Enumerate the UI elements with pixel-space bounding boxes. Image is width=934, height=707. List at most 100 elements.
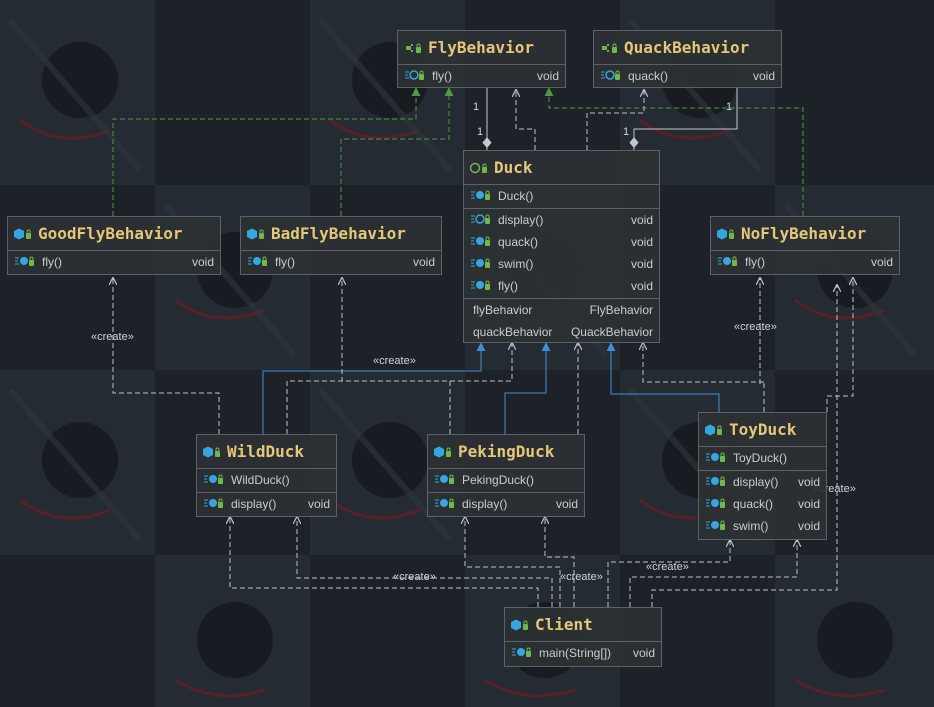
constructor-icon — [434, 473, 456, 488]
class-toy-duck[interactable]: ToyDuck ToyDuck() display() void quack()… — [698, 412, 827, 540]
interface-icon — [404, 42, 422, 54]
return-type: void — [752, 69, 775, 83]
method-row[interactable]: main(String[]) void — [505, 642, 661, 664]
method-icon — [434, 497, 456, 512]
create-label-nofly: «create» — [734, 321, 777, 333]
method-name: fly() — [275, 255, 295, 269]
method-name: display() — [498, 213, 544, 227]
constructor-row[interactable]: ToyDuck() — [699, 447, 826, 469]
class-peking-duck[interactable]: PekingDuck PekingDuck() display() void — [427, 434, 585, 517]
field-name: quackBehavior — [473, 325, 553, 339]
class-good-fly-behavior[interactable]: GoodFlyBehavior fly() void — [7, 216, 221, 275]
return-type: void — [797, 475, 820, 489]
constructor-row[interactable]: Duck() — [464, 185, 659, 207]
dep-toy-duck — [643, 343, 764, 383]
class-icon — [247, 228, 265, 240]
method-row[interactable]: display() void — [464, 209, 659, 231]
method-icon — [705, 519, 727, 534]
interface-icon — [600, 42, 618, 54]
method-icon — [717, 255, 739, 270]
method-row[interactable]: swim() void — [464, 253, 659, 275]
method-icon — [470, 235, 492, 250]
create-toy-nofly — [760, 278, 765, 412]
composition-duck-quack — [633, 88, 738, 144]
method-icon — [203, 497, 225, 512]
class-fly-behavior[interactable]: FlyBehavior fly() void — [397, 30, 566, 88]
realization-nofly-fly — [544, 87, 804, 216]
method-icon — [470, 279, 492, 294]
method-row[interactable]: fly() void — [241, 251, 441, 273]
abstract-method-icon — [404, 69, 426, 84]
return-type: void — [870, 255, 893, 269]
method-name: main(String[]) — [539, 646, 612, 660]
method-row[interactable]: fly() void — [711, 251, 899, 273]
multiplicity-duck-quack: 1 — [623, 126, 630, 138]
inheritance-wild-duck — [262, 342, 486, 434]
method-row[interactable]: swim() void — [699, 515, 826, 537]
method-row[interactable]: quack() void — [699, 493, 826, 515]
method-row[interactable]: display() void — [197, 493, 336, 515]
class-client[interactable]: Client main(String[]) void — [504, 607, 662, 667]
constructor-row[interactable]: PekingDuck() — [428, 469, 584, 491]
class-name: GoodFlyBehavior — [38, 224, 183, 243]
method-name: display() — [733, 475, 779, 489]
constructor-icon — [203, 473, 225, 488]
create-label-good: «create» — [91, 331, 134, 343]
method-row[interactable]: display() void — [428, 493, 584, 515]
method-row[interactable]: fly() void — [8, 251, 220, 273]
class-wild-duck[interactable]: WildDuck WildDuck() display() void — [196, 434, 337, 517]
create-label-client-wild: «create» — [393, 571, 436, 583]
class-name: WildDuck — [227, 442, 305, 461]
field-type: QuackBehavior — [570, 325, 653, 339]
dependency-duck-quack — [586, 90, 644, 150]
field-name: flyBehavior — [473, 303, 533, 317]
method-icon — [14, 255, 36, 270]
client-toy — [607, 540, 730, 607]
return-type: void — [797, 497, 820, 511]
constructor-row[interactable]: WildDuck() — [197, 469, 336, 491]
abstract-class-icon — [470, 162, 488, 174]
multiplicity-quack: 1 — [726, 101, 733, 113]
abstract-method-icon — [600, 69, 622, 84]
method-row[interactable]: quack() void — [464, 231, 659, 253]
return-type: void — [555, 497, 578, 511]
method-row[interactable]: fly() void — [398, 65, 565, 87]
class-name: Client — [535, 615, 593, 634]
class-no-fly-behavior[interactable]: NoFlyBehavior fly() void — [710, 216, 900, 275]
constructor-icon — [470, 189, 492, 204]
method-icon — [705, 497, 727, 512]
class-name: Duck — [494, 158, 533, 177]
method-row[interactable]: display() void — [699, 471, 826, 493]
constructor-icon — [705, 451, 727, 466]
return-type: void — [797, 519, 820, 533]
method-name: fly() — [42, 255, 62, 269]
realization-good-fly — [112, 87, 421, 216]
static-method-icon — [511, 646, 533, 661]
class-icon — [203, 446, 221, 458]
class-duck[interactable]: Duck Duck() display() void quack() void … — [463, 150, 660, 343]
field-row[interactable]: quackBehavior QuackBehavior — [464, 321, 659, 343]
realization-bad-fly — [340, 87, 454, 216]
client-peking-2 — [545, 517, 575, 607]
class-quack-behavior[interactable]: QuackBehavior quack() void — [593, 30, 782, 88]
inheritance-toy-duck — [606, 342, 720, 412]
constructor-name: WildDuck() — [231, 473, 290, 487]
create-label-client-toy: «create» — [646, 561, 689, 573]
method-name: swim() — [498, 257, 534, 271]
create-label-bad: «create» — [373, 355, 416, 367]
create-wild-goodfly — [113, 278, 220, 434]
client-toy-2 — [629, 540, 797, 607]
method-row[interactable]: quack() void — [594, 65, 781, 87]
method-name: display() — [462, 497, 508, 511]
class-name: NoFlyBehavior — [741, 224, 867, 243]
method-name: display() — [231, 497, 277, 511]
return-type: void — [191, 255, 214, 269]
class-bad-fly-behavior[interactable]: BadFlyBehavior fly() void — [240, 216, 442, 275]
class-icon — [511, 619, 529, 631]
client-peking — [465, 517, 561, 607]
method-row[interactable]: fly() void — [464, 275, 659, 297]
field-row[interactable]: flyBehavior FlyBehavior — [464, 299, 659, 321]
method-icon — [470, 257, 492, 272]
return-type: void — [632, 646, 655, 660]
